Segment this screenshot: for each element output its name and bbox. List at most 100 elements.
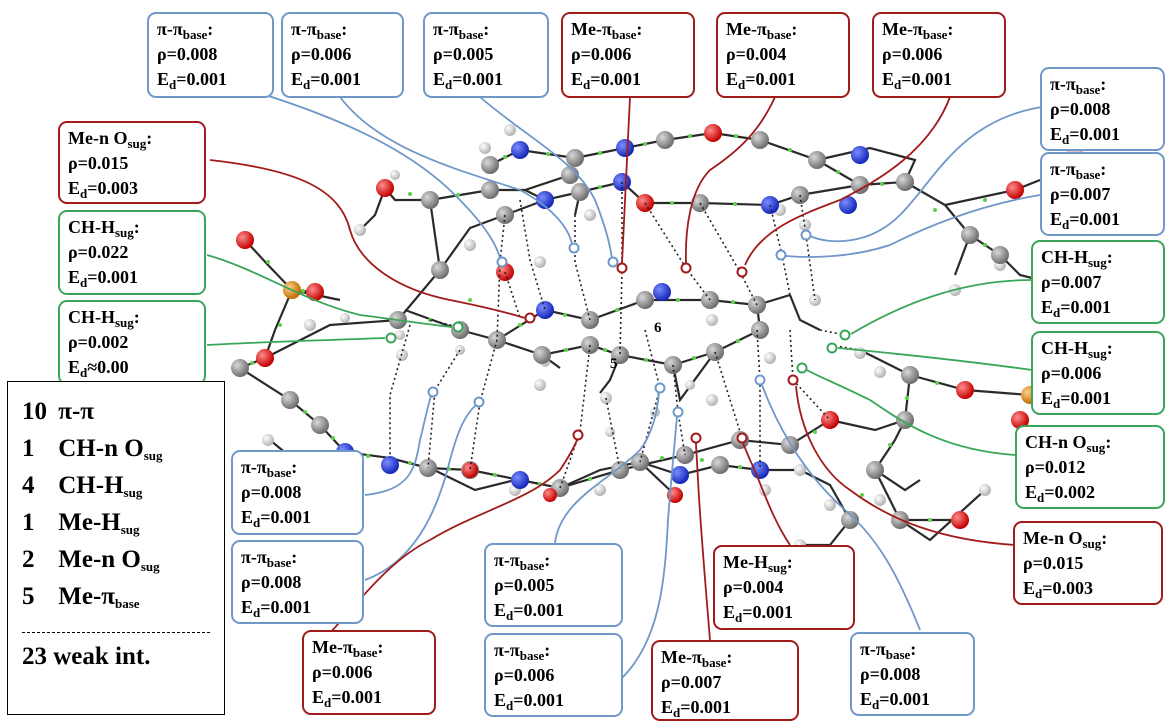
summary-subscript: sug xyxy=(143,448,163,463)
summary-row: 2 Me-n Osug xyxy=(22,546,224,583)
interaction-energy: Ed=0.001 xyxy=(860,689,931,712)
interaction-type: Me-Hsug: xyxy=(723,552,793,575)
electron-density: ρ=0.008 xyxy=(860,664,921,684)
summary-subscript: base xyxy=(114,596,140,611)
atom-label-6: 6 xyxy=(654,320,662,336)
electron-density: ρ=0.007 xyxy=(1050,184,1111,204)
summary-divider xyxy=(22,632,210,633)
summary-subscript: sug xyxy=(120,522,140,537)
summary-count: 10 xyxy=(22,398,47,425)
atom-label-5: 5 xyxy=(610,356,618,372)
interaction-energy: Ed=0.001 xyxy=(494,600,565,623)
interaction-type: CH-n Osug: xyxy=(1025,432,1112,455)
electron-density: ρ=0.006 xyxy=(1041,363,1102,383)
electron-density: ρ=0.008 xyxy=(241,572,302,592)
electron-density: ρ=0.006 xyxy=(571,44,632,64)
interaction-type: Me-πbase: xyxy=(312,637,384,660)
electron-density: ρ=0.006 xyxy=(291,44,352,64)
summary-row: 5 Me-πbase xyxy=(22,583,224,620)
electron-density: ρ=0.012 xyxy=(1025,457,1086,477)
summary-type: Me-π xyxy=(58,583,115,610)
interaction-energy: Ed=0.003 xyxy=(1023,578,1094,601)
interaction-energy: Ed=0.001 xyxy=(1050,124,1121,147)
interaction-type: CH-Hsug: xyxy=(68,217,140,240)
interaction-type: π-πbase: xyxy=(433,19,490,42)
interaction-type: Me-n Osug: xyxy=(1023,528,1108,551)
interaction-type: Me-πbase: xyxy=(726,19,798,42)
interaction-type: CH-Hsug: xyxy=(1041,338,1113,361)
interaction-energy: Ed=0.001 xyxy=(68,267,139,290)
interaction-energy: Ed=0.001 xyxy=(661,697,732,720)
summary-count: 1 xyxy=(22,509,35,536)
interaction-energy: Ed=0.001 xyxy=(1041,297,1112,320)
blue-critical-point-marker-icon xyxy=(427,229,812,418)
electron-density: ρ=0.015 xyxy=(1023,553,1084,573)
interaction-type: π-πbase: xyxy=(241,457,298,480)
summary-subscript: sug xyxy=(140,559,160,574)
summary-type: CH-n O xyxy=(58,435,144,462)
interaction-energy: Ed=0.001 xyxy=(433,69,504,92)
interaction-energy: Ed=0.001 xyxy=(241,597,312,620)
interaction-type: Me-n Osug: xyxy=(68,128,153,151)
interaction-type: π-πbase: xyxy=(494,640,551,663)
interaction-type: π-πbase: xyxy=(494,550,551,573)
green-critical-point-marker-icon xyxy=(385,321,851,374)
interaction-energy: Ed=0.001 xyxy=(494,690,565,713)
interaction-energy: Ed=0.001 xyxy=(241,507,312,530)
interaction-type: π-πbase: xyxy=(241,547,298,570)
electron-density: ρ=0.005 xyxy=(433,44,494,64)
interaction-type: Me-πbase: xyxy=(661,647,733,670)
red-critical-point-marker-icon xyxy=(524,262,799,444)
electron-density: ρ=0.015 xyxy=(68,153,129,173)
interaction-energy: Ed=0.001 xyxy=(157,69,228,92)
interaction-energy: Ed=0.001 xyxy=(1050,209,1121,232)
interaction-energy: Ed=0.001 xyxy=(882,69,953,92)
interaction-energy: Ed=0.001 xyxy=(571,69,642,92)
summary-row: 4 CH-Hsug xyxy=(22,472,224,509)
summary-subscript: sug xyxy=(123,485,143,500)
interaction-type: CH-Hsug: xyxy=(68,307,140,330)
interaction-type: Me-πbase: xyxy=(882,19,954,42)
interaction-energy: Ed≈0.00 xyxy=(68,357,129,380)
interaction-energy: Ed=0.001 xyxy=(726,69,797,92)
atoms xyxy=(231,124,1039,551)
interaction-type: π-πbase: xyxy=(157,19,214,42)
summary-row: 10 π-π xyxy=(22,398,224,435)
interaction-type: π-πbase: xyxy=(1050,74,1107,97)
interaction-type: Me-πbase: xyxy=(571,19,643,42)
leader-lines xyxy=(206,79,1043,679)
interaction-type: π-πbase: xyxy=(1050,159,1107,182)
summary-count: 4 xyxy=(22,472,35,499)
interaction-type: π-πbase: xyxy=(291,19,348,42)
summary-row: 1 Me-Hsug xyxy=(22,509,224,546)
interaction-energy: Ed=0.001 xyxy=(1041,388,1112,411)
electron-density: ρ=0.008 xyxy=(1050,99,1111,119)
electron-density: ρ=0.008 xyxy=(241,482,302,502)
electron-density: ρ=0.002 xyxy=(68,332,129,352)
interaction-energy: Ed=0.001 xyxy=(312,687,383,710)
interaction-energy: Ed=0.001 xyxy=(723,602,794,625)
electron-density: ρ=0.006 xyxy=(494,665,555,685)
